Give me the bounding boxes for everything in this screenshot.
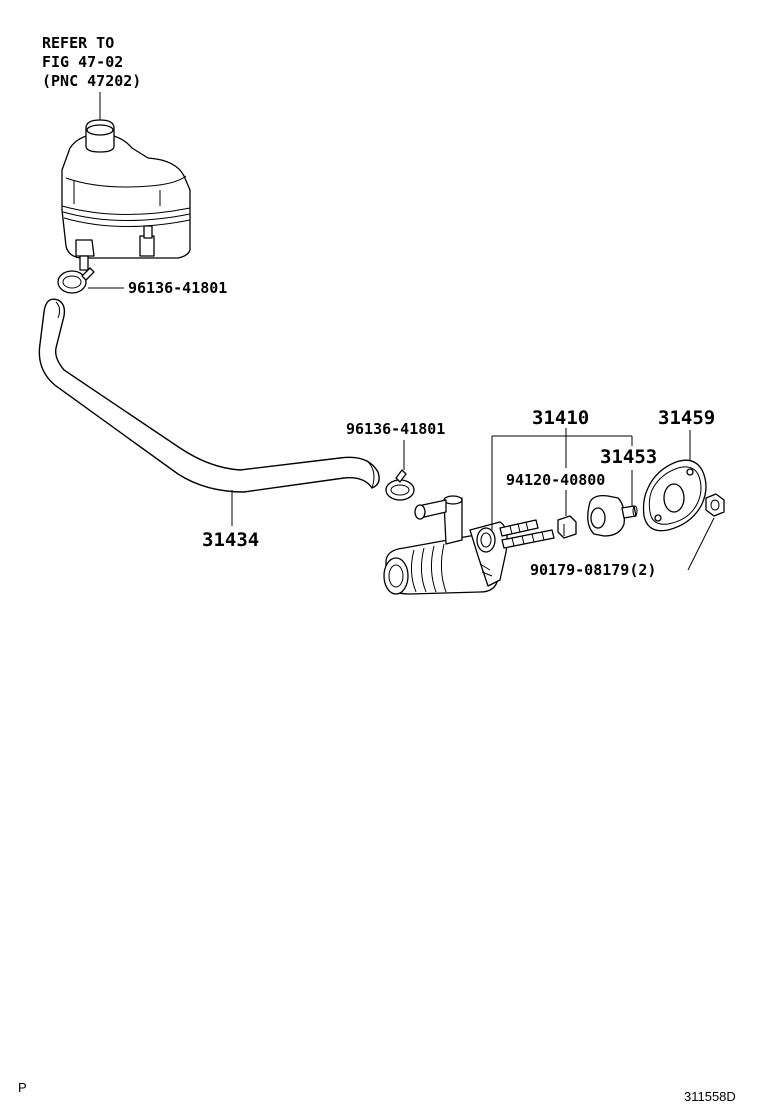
callout-clip-lower: 96136-41801 (346, 420, 445, 438)
page-marker: P (18, 1080, 27, 1095)
bolt-leader (687, 517, 715, 571)
callout-push-rod-clevis: 31453 (600, 446, 657, 468)
nut-drawing (557, 515, 577, 539)
reservoir-tank-drawing (61, 119, 191, 271)
hose-drawing (38, 298, 380, 493)
upper-hose-clip-drawing (57, 267, 95, 294)
reference-note-line-3: (PNC 47202) (42, 72, 141, 90)
lower-hose-clip-drawing (385, 469, 415, 501)
reference-note-line-1: REFER TO (42, 34, 114, 52)
gasket-drawing (642, 459, 707, 532)
callout-nut: 94120-40800 (506, 471, 605, 489)
clutch-master-cylinder-drawing (383, 495, 555, 595)
callout-clip-upper: 96136-41801 (128, 279, 227, 297)
reference-note-line-2: FIG 47-02 (42, 53, 123, 71)
figure-code: 311558D (684, 1089, 736, 1104)
callout-gasket: 31459 (658, 407, 715, 429)
flange-nut-drawing (705, 493, 725, 517)
push-rod-clevis-drawing (587, 494, 638, 537)
callout-hose: 31434 (202, 529, 259, 551)
callout-master-cylinder: 31410 (532, 407, 589, 429)
callout-bolt: 90179-08179(2) (530, 561, 656, 579)
